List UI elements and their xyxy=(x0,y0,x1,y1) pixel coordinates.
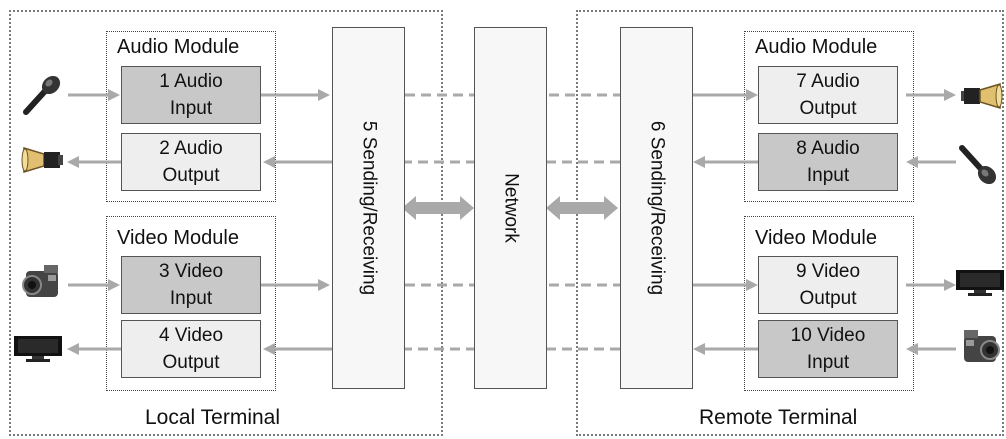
arrowhead xyxy=(944,279,956,291)
arrowhead xyxy=(108,89,120,101)
network-label: Network xyxy=(500,173,521,243)
double-arrow-local-network xyxy=(402,196,474,220)
local-audio-module xyxy=(106,31,276,202)
box-4-line1: 4 Video xyxy=(158,325,224,346)
arrowhead xyxy=(318,89,330,101)
remote-terminal-region xyxy=(576,10,1004,436)
box-7-line1: 7 Audio xyxy=(796,71,860,92)
box-4-video-output: 4 Video Output xyxy=(121,320,261,378)
monitor-icon xyxy=(956,270,1004,296)
box-9-line1: 9 Video xyxy=(795,261,861,282)
local-terminal-caption: Local Terminal xyxy=(145,406,281,429)
box-2-line2: Output xyxy=(162,165,220,186)
speaker-icon xyxy=(961,82,1003,110)
microphone-icon xyxy=(23,75,61,115)
box-10-line1: 10 Video xyxy=(790,325,866,346)
box-9-video-output: 9 Video Output xyxy=(758,256,898,314)
video-camera-icon xyxy=(22,265,58,297)
arrowhead xyxy=(263,343,275,355)
sending-receiving-local: 5 Sending/Receiving xyxy=(332,27,405,389)
local-video-module-title: Video Module xyxy=(117,227,239,249)
arrowhead xyxy=(693,156,705,168)
arrowhead xyxy=(67,156,79,168)
arrowhead xyxy=(108,279,120,291)
box-8-line1: 8 Audio xyxy=(796,138,860,159)
box-8-line2: Input xyxy=(806,165,850,186)
box-7-line2: Output xyxy=(799,98,857,119)
arrowhead xyxy=(693,343,705,355)
sending-receiving-local-label: 5 Sending/Receiving xyxy=(358,120,379,296)
local-video-module xyxy=(106,216,276,391)
arrowhead xyxy=(67,343,79,355)
box-1-audio-input: 1 Audio Input xyxy=(121,66,261,124)
remote-terminal-caption: Remote Terminal xyxy=(699,406,858,429)
box-10-video-input: 10 Video Input xyxy=(758,320,898,378)
monitor-icon xyxy=(14,336,62,362)
local-terminal-region xyxy=(9,10,443,436)
box-9-line2: Output xyxy=(799,288,857,309)
network-box: Network xyxy=(474,27,547,389)
box-2-line1: 2 Audio xyxy=(159,138,223,159)
speaker-icon xyxy=(21,146,63,174)
box-3-video-input: 3 Video Input xyxy=(121,256,261,314)
box-3-line2: Input xyxy=(169,288,213,309)
remote-audio-module xyxy=(744,31,914,202)
arrowhead xyxy=(318,279,330,291)
video-camera-icon xyxy=(964,330,1000,362)
box-10-line2: Input xyxy=(806,352,850,373)
remote-audio-module-title: Audio Module xyxy=(755,36,878,58)
box-2-audio-output: 2 Audio Output xyxy=(121,133,261,191)
sending-receiving-remote-label: 6 Sending/Receiving xyxy=(646,120,667,296)
box-7-audio-output: 7 Audio Output xyxy=(758,66,898,124)
microphone-icon xyxy=(959,145,997,185)
arrowhead xyxy=(746,89,758,101)
box-4-line2: Output xyxy=(162,352,220,373)
sending-receiving-remote: 6 Sending/Receiving xyxy=(620,27,693,389)
box-1-line2: Input xyxy=(169,98,213,119)
box-1-line1: 1 Audio xyxy=(159,71,223,92)
remote-video-module xyxy=(744,216,914,391)
double-arrow-network-remote xyxy=(546,196,618,220)
remote-video-module-title: Video Module xyxy=(755,227,877,249)
box-3-line1: 3 Video xyxy=(158,261,224,282)
arrowhead xyxy=(263,156,275,168)
arrowhead xyxy=(746,279,758,291)
arrowhead xyxy=(906,343,918,355)
arrowhead xyxy=(906,156,918,168)
arrowhead xyxy=(944,89,956,101)
local-audio-module-title: Audio Module xyxy=(117,36,240,58)
box-8-audio-input: 8 Audio Input xyxy=(758,133,898,191)
